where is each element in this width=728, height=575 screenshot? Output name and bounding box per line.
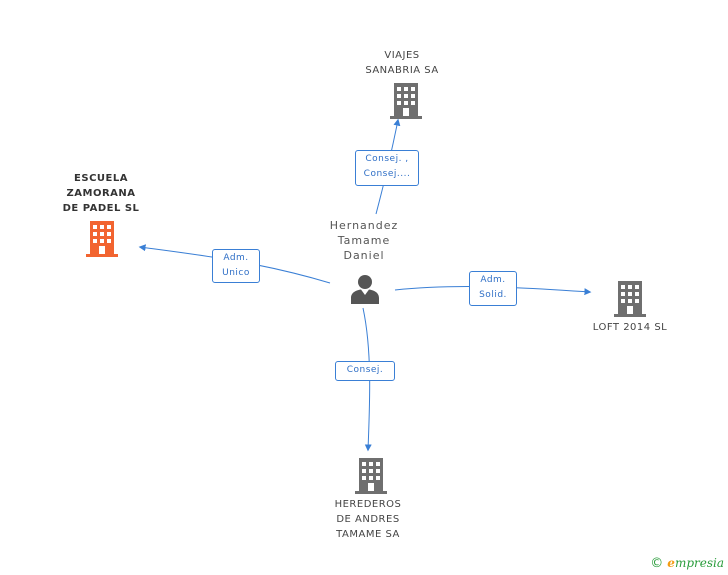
building-icon[interactable] bbox=[355, 458, 387, 494]
building-icon[interactable] bbox=[86, 221, 118, 257]
role-label-herederos[interactable]: Consej. bbox=[335, 361, 395, 381]
role-label-loft[interactable]: Adm. Solid. bbox=[469, 271, 517, 306]
role-label-escuela[interactable]: Adm. Unico bbox=[212, 249, 260, 283]
copyright-symbol: © bbox=[650, 556, 664, 571]
person-icon[interactable] bbox=[350, 274, 380, 304]
building-icon[interactable] bbox=[390, 83, 422, 119]
company-label-escuela[interactable]: ESCUELA ZAMORANA DE PADEL SL bbox=[62, 173, 140, 214]
company-label-loft[interactable]: LOFT 2014 SL bbox=[592, 322, 668, 333]
building-icon[interactable] bbox=[614, 281, 646, 317]
brand-logo-text: mpresia bbox=[674, 556, 724, 570]
company-label-viajes[interactable]: VIAJES SANABRIA SA bbox=[365, 50, 439, 76]
brand-logo-e: e bbox=[667, 556, 675, 570]
person-name[interactable]: Hernandez Tamame Daniel bbox=[329, 219, 399, 262]
watermark: ©empresia bbox=[650, 556, 724, 571]
company-label-herederos[interactable]: HEREDEROS DE ANDRES TAMAME SA bbox=[334, 499, 402, 540]
role-label-viajes[interactable]: Consej. , Consej.... bbox=[355, 150, 419, 186]
